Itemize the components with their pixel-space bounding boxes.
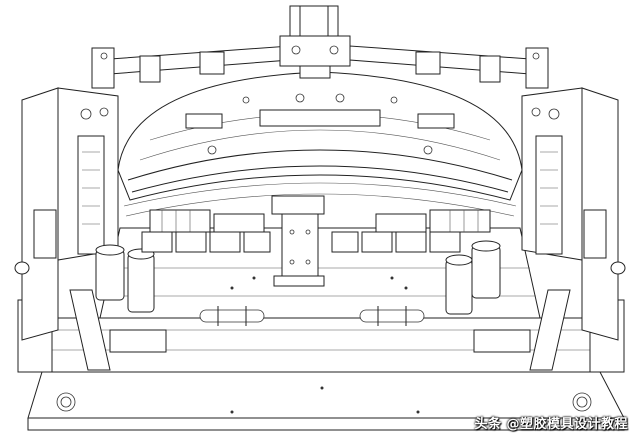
top-frame (92, 46, 548, 88)
platen-inserts (142, 232, 460, 252)
bumper-core (118, 72, 522, 232)
base-plate (28, 360, 624, 430)
watermark-text: 头条 @塑胶模具设计教程 (474, 417, 628, 432)
right-side-block (446, 88, 625, 370)
top-block (280, 6, 350, 78)
left-side-block (15, 88, 154, 370)
center-slider (272, 196, 324, 286)
